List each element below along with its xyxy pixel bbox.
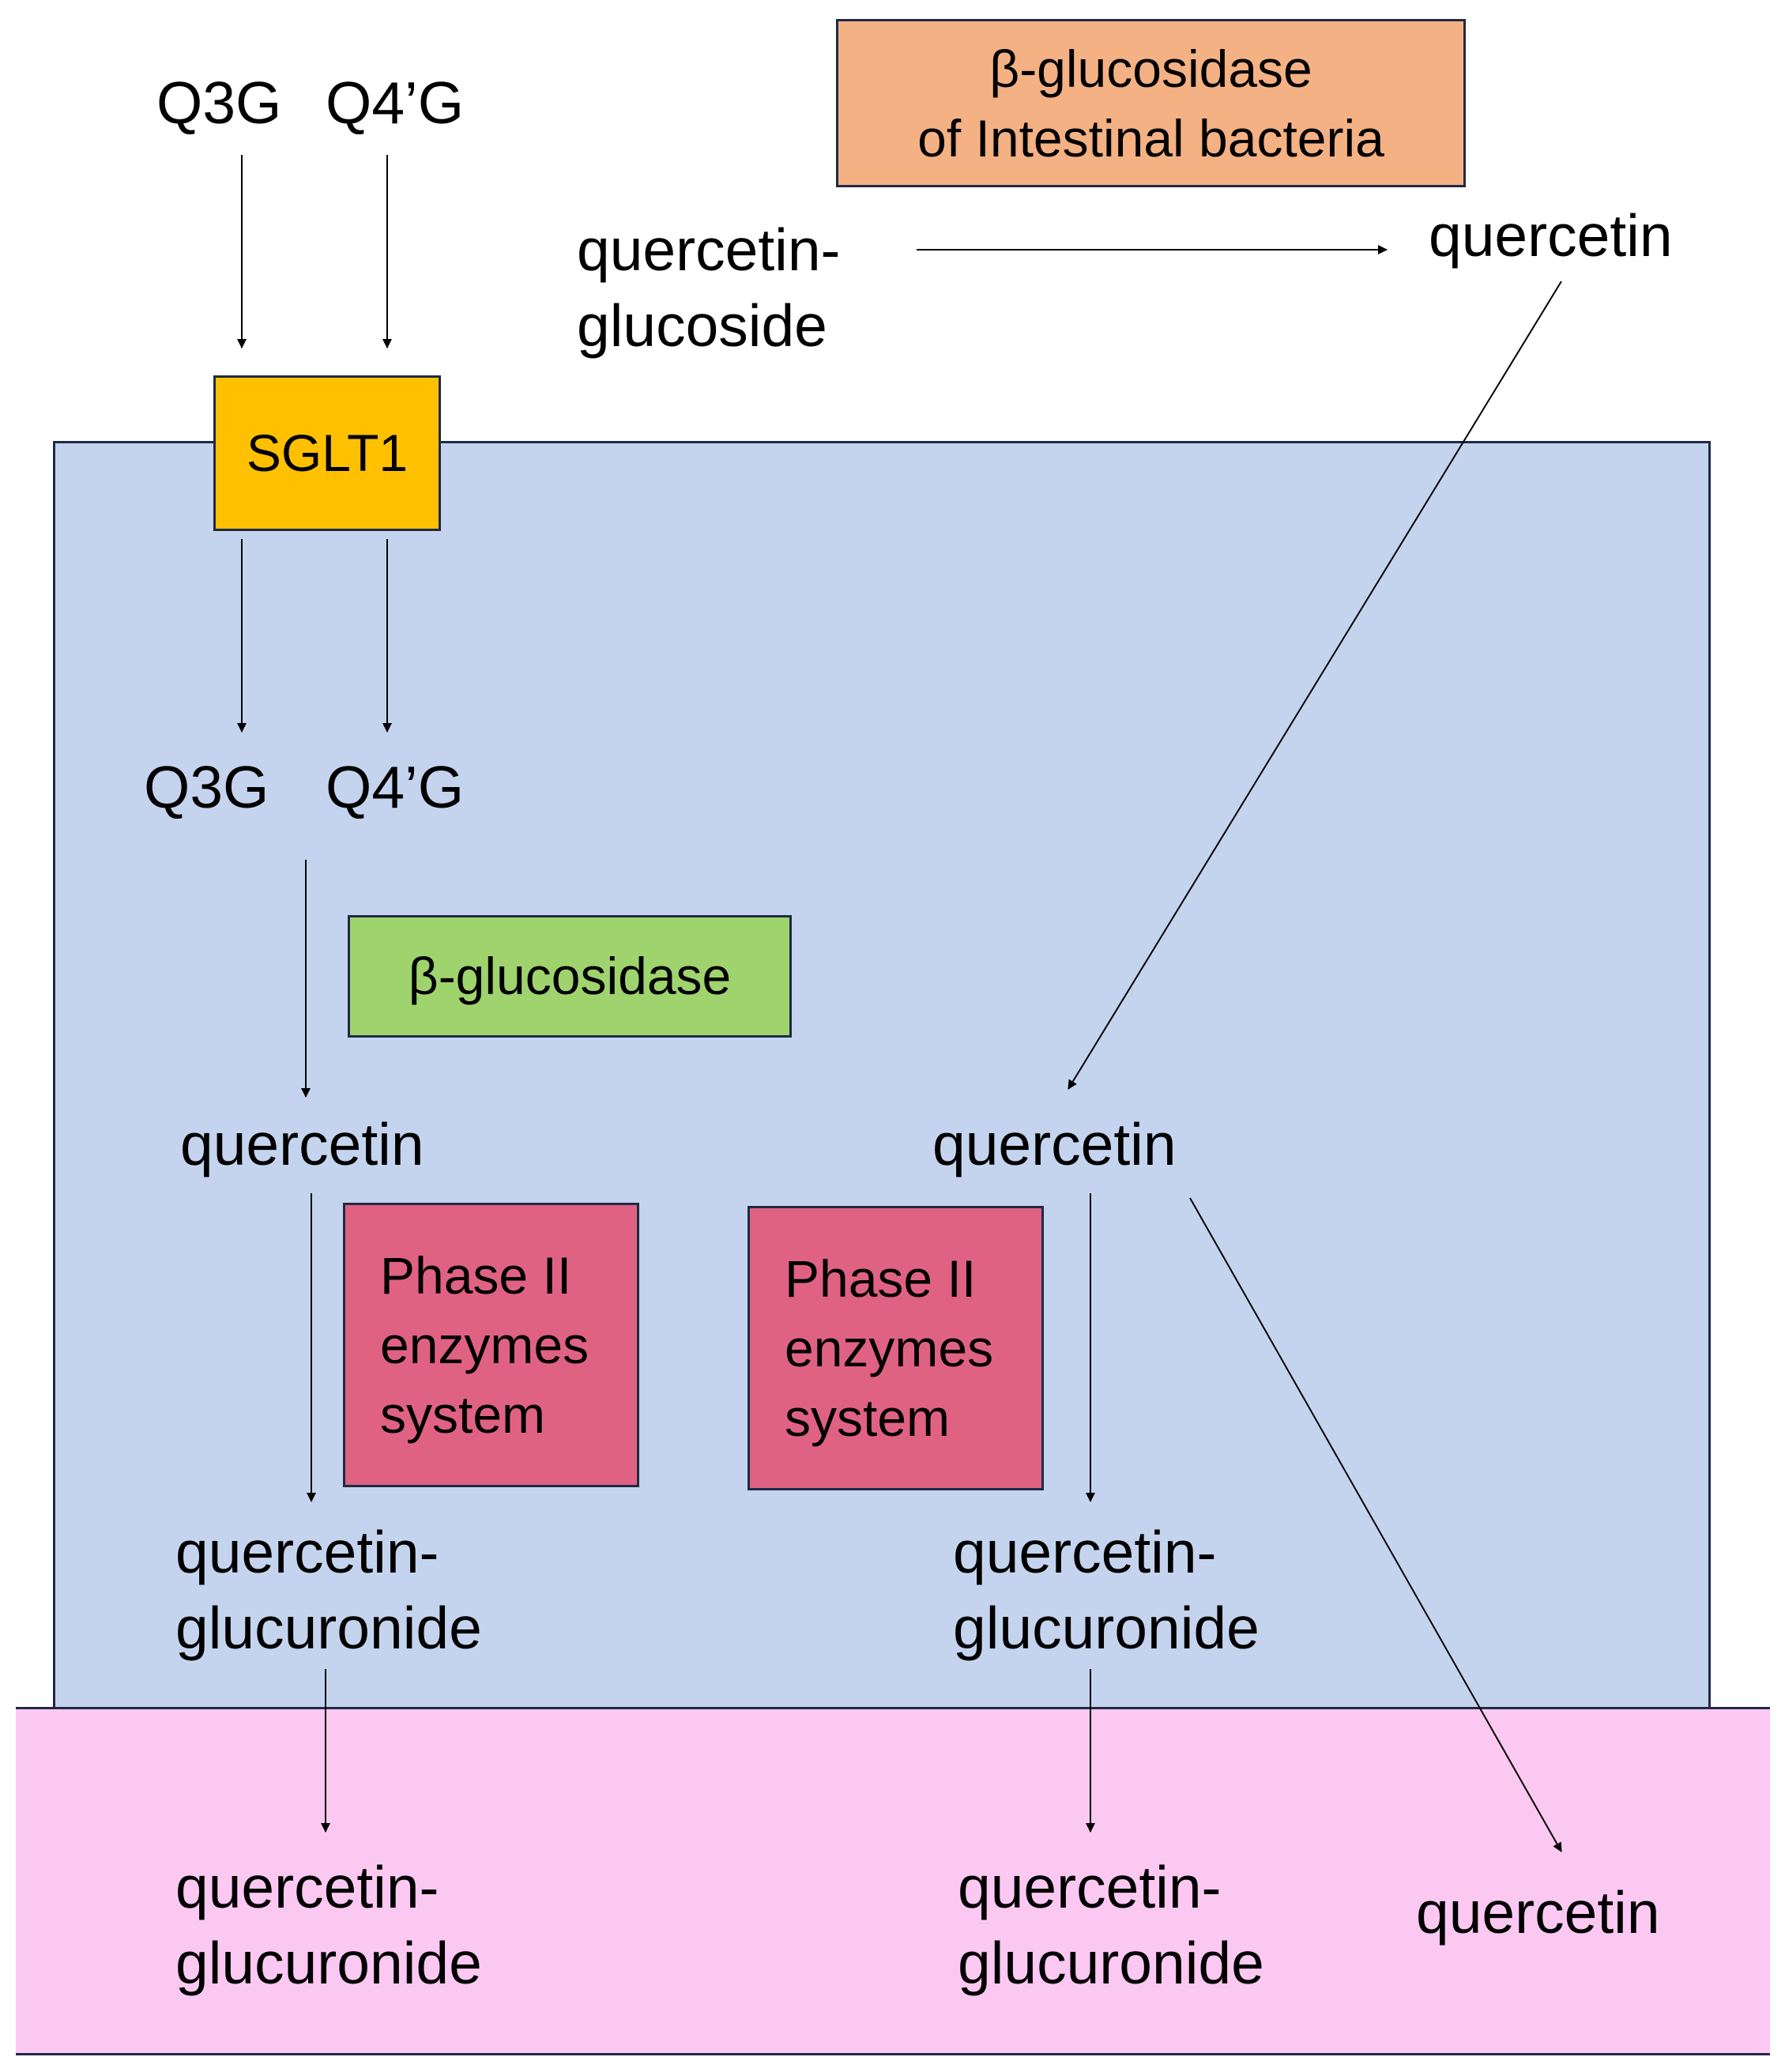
- cell-q3g-label: Q3G: [144, 754, 269, 820]
- cell-quercetin-left-label: quercetin: [180, 1111, 424, 1177]
- cell-glucuronide-left-line1: quercetin-: [175, 1519, 439, 1585]
- bacterial-beta-glucosidase-box: β-glucosidase of Intestinal bacteria: [836, 19, 1466, 187]
- cell-glucuronide-right-label: quercetin- glucuronide: [953, 1514, 1260, 1666]
- sglt1-label: SGLT1: [246, 423, 409, 482]
- phase2-right-line1: Phase II: [785, 1249, 977, 1308]
- blood-glucuronide-left-label: quercetin- glucuronide: [175, 1849, 482, 2001]
- bacterial-enzyme-label-line1: β-glucosidase: [989, 39, 1312, 98]
- lumen-q4g-label: Q4’G: [326, 70, 465, 136]
- cellular-enzyme-label: β-glucosidase: [408, 946, 732, 1005]
- enterocyte-cell-region: [53, 441, 1711, 1712]
- cell-glucuronide-right-line1: quercetin-: [953, 1519, 1217, 1585]
- blood-glucuronide-right-label: quercetin- glucuronide: [958, 1849, 1264, 2001]
- lumen-q3g-label: Q3G: [156, 70, 282, 136]
- blood-glucuronide-right-line1: quercetin-: [958, 1854, 1222, 1920]
- cell-glucuronide-left-line2: glucuronide: [175, 1595, 482, 1661]
- lumen-glucoside-line1: quercetin-: [577, 217, 841, 283]
- blood-glucuronide-right-line2: glucuronide: [958, 1930, 1264, 1996]
- cellular-beta-glucosidase-box: β-glucosidase: [348, 915, 792, 1038]
- cell-glucuronide-left-label: quercetin- glucuronide: [175, 1514, 482, 1666]
- phase2-right-line3: system: [785, 1388, 951, 1447]
- cell-glucuronide-right-line2: glucuronide: [953, 1595, 1260, 1661]
- phase2-enzymes-box-left: Phase II enzymes system: [343, 1203, 639, 1487]
- arrow-quercetin-to-blood: [1189, 1197, 1562, 1852]
- blood-glucuronide-left-line2: glucuronide: [175, 1930, 482, 1996]
- phase2-left-line1: Phase II: [380, 1246, 572, 1305]
- phase2-left-line2: enzymes: [380, 1316, 589, 1374]
- phase2-right-line2: enzymes: [785, 1319, 994, 1377]
- phase2-left-line3: system: [380, 1385, 546, 1444]
- cell-q4g-label: Q4’G: [326, 754, 465, 820]
- blood-quercetin-label: quercetin: [1416, 1879, 1660, 1946]
- phase2-enzymes-box-right: Phase II enzymes system: [748, 1206, 1044, 1490]
- sglt1-transporter-box: SGLT1: [213, 375, 441, 531]
- arrow-lumen-quercetin-to-cell: [1068, 281, 1562, 1090]
- blood-region: [16, 1707, 1770, 2055]
- lumen-quercetin-glucoside-label: quercetin- glucoside: [577, 212, 841, 364]
- blood-glucuronide-left-line1: quercetin-: [175, 1854, 439, 1920]
- lumen-glucoside-line2: glucoside: [577, 292, 827, 359]
- cell-quercetin-right-label: quercetin: [932, 1111, 1177, 1177]
- bacterial-enzyme-label-line2: of Intestinal bacteria: [917, 108, 1384, 168]
- lumen-quercetin-label: quercetin: [1429, 202, 1673, 269]
